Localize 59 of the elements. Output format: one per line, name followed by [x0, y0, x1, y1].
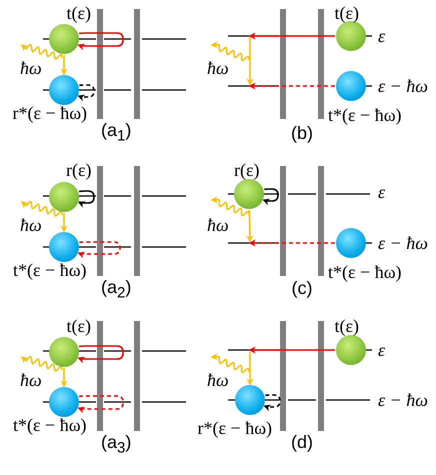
- amplitude-label: r*(ε − ħω): [12, 103, 88, 123]
- energy-label: ε − ħω: [378, 390, 428, 410]
- loop-arrow: [77, 395, 124, 414]
- photon-label: ħω: [207, 58, 229, 78]
- amplitude-label: t*(ε − ħω): [13, 415, 87, 435]
- amplitude-label: t(ε): [66, 316, 92, 336]
- loop-arrow: [262, 188, 279, 206]
- electron-ball: [336, 21, 366, 51]
- panel-label: (b): [291, 123, 313, 143]
- amplitude-label: t*(ε − ħω): [13, 260, 87, 280]
- energy-label: ε − ħω: [378, 76, 428, 96]
- arrow: [248, 346, 335, 354]
- loop-arrow: [77, 32, 124, 50]
- energy-label: ε: [378, 340, 386, 360]
- amplitude-label: t(ε): [334, 316, 360, 336]
- loop-arrow: [263, 394, 281, 412]
- photon-label: ħω: [20, 370, 42, 390]
- hole-ball: [336, 228, 366, 258]
- loop-arrow: [77, 84, 95, 102]
- photon-label: ħω: [207, 370, 229, 390]
- energy-label: ε − ħω: [378, 233, 428, 253]
- electron-ball: [49, 24, 79, 54]
- electron-ball: [49, 182, 79, 212]
- panel-label: (a$_{2}$): [101, 276, 132, 304]
- amplitude-label: t*(ε − ħω): [328, 262, 402, 282]
- photon-label: ħω: [20, 215, 42, 235]
- hole-ball: [49, 232, 79, 262]
- hole-ball: [235, 385, 265, 415]
- energy-label: ε: [378, 26, 386, 46]
- arrow: [60, 55, 68, 76]
- panel-label: (a$_{3}$): [101, 432, 132, 458]
- loop-arrow: [77, 241, 121, 258]
- panel-label: (d): [291, 432, 313, 452]
- photon-label: ħω: [207, 215, 229, 235]
- amplitude-label: t(ε): [66, 3, 92, 23]
- photon-label: ħω: [20, 58, 42, 78]
- arrow: [248, 32, 335, 40]
- arrow: [246, 352, 254, 386]
- arrow: [60, 368, 68, 388]
- arrow: [248, 240, 335, 246]
- arrow: [246, 210, 254, 242]
- energy-label: ε: [378, 182, 386, 202]
- panel-label: (c): [292, 278, 312, 298]
- arrow: [60, 213, 68, 232]
- amplitude-label: t(ε): [334, 3, 360, 23]
- amplitude-label: r(ε): [234, 160, 260, 180]
- panel-label: (a$_{1}$): [101, 120, 132, 146]
- hole-ball: [336, 71, 366, 101]
- hole-ball: [49, 387, 79, 417]
- electron-ball: [49, 337, 79, 367]
- electron-ball: [234, 179, 264, 209]
- amplitude-label: r*(ε − ħω): [198, 418, 272, 438]
- amplitude-label: t*(ε − ħω): [328, 105, 402, 125]
- arrow: [248, 82, 335, 90]
- hole-ball: [49, 75, 79, 105]
- loop-arrow: [77, 345, 124, 364]
- electron-ball: [336, 335, 366, 365]
- loop-arrow: [78, 190, 95, 208]
- amplitude-label: r(ε): [66, 160, 92, 180]
